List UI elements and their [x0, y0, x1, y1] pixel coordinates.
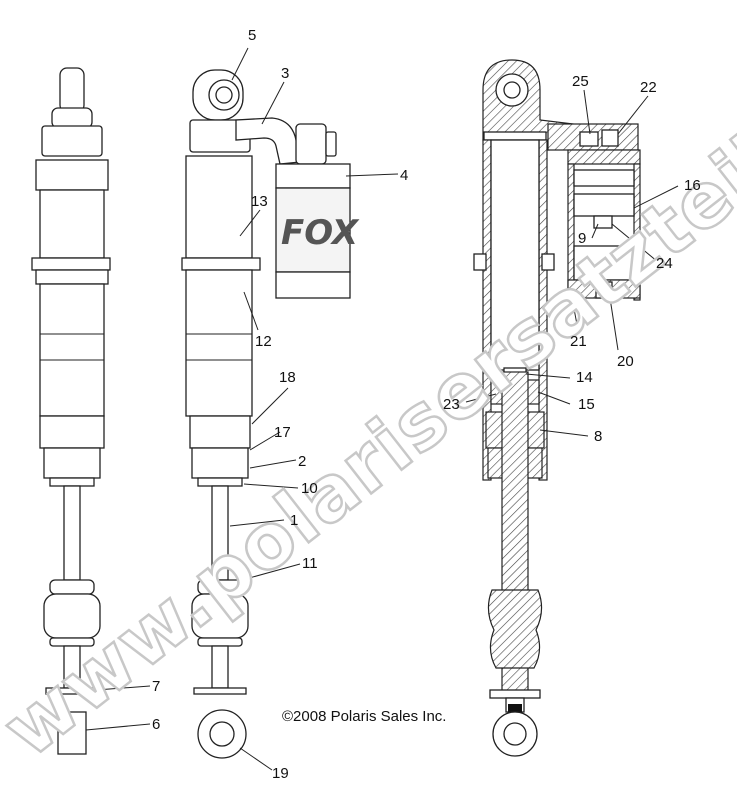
callout-5: 5	[248, 27, 256, 44]
callout-23: 23	[443, 396, 460, 413]
callout-14: 14	[576, 369, 593, 386]
callout-16: 16	[684, 177, 701, 194]
callout-8: 8	[594, 428, 602, 445]
callout-3: 3	[281, 65, 289, 82]
callout-9: 9	[578, 230, 586, 247]
callout-15: 15	[578, 396, 595, 413]
callout-11: 11	[302, 555, 318, 572]
callout-24: 24	[656, 255, 673, 272]
callout-1: 1	[290, 512, 298, 529]
callout-18: 18	[279, 369, 296, 386]
callout-6: 6	[152, 716, 160, 733]
right-shock-cutaway	[473, 59, 641, 757]
callout-7: 7	[152, 678, 160, 695]
callout-20: 20	[617, 353, 634, 370]
copyright-notice: ©2008 Polaris Sales Inc.	[282, 708, 446, 725]
callout-10: 10	[301, 480, 318, 497]
callout-2: 2	[298, 453, 306, 470]
callout-4: 4	[400, 167, 408, 184]
callout-25: 25	[572, 73, 589, 90]
callout-12: 12	[255, 333, 272, 350]
callout-22: 22	[640, 79, 657, 96]
callout-13: 13	[251, 193, 268, 210]
callout-19: 19	[272, 765, 289, 782]
callout-17: 17	[274, 424, 291, 441]
leader-lines	[85, 47, 679, 771]
middle-shock-assembly: FOX	[181, 69, 360, 759]
callout-21: 21	[570, 333, 587, 350]
canister-brand-label: FOX	[281, 213, 360, 253]
callout-labels: 5 3 4 13 12 18 17 2 10 1 11 7 6 19 25 22…	[152, 27, 701, 782]
left-shock-assembly	[31, 67, 111, 755]
